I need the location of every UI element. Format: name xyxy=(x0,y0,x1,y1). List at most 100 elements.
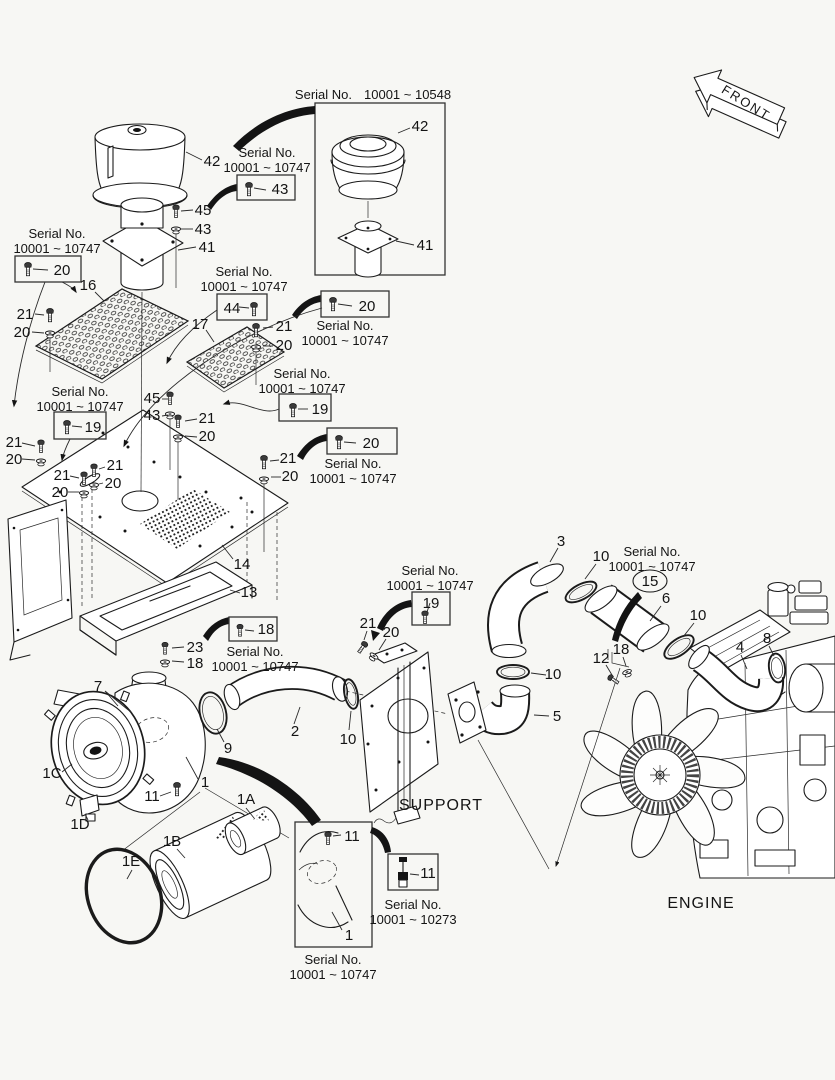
air-cleaner-cap-42 xyxy=(92,123,188,209)
callout-15: 15 xyxy=(642,573,659,590)
serial-44-range: 10001 ~ 10747 xyxy=(200,279,287,294)
callout-2: 2 xyxy=(291,723,299,740)
serial-43-range: 10001 ~ 10747 xyxy=(223,160,310,175)
leader-curves xyxy=(11,281,323,462)
callout-20: 20 xyxy=(276,337,293,354)
clamp-10-top xyxy=(564,580,598,604)
clamp-10-middle xyxy=(663,634,695,660)
perforated-plate-16 xyxy=(34,288,190,384)
callout-leaders xyxy=(21,151,775,880)
serial-inset-range: 10001 ~ 10548 xyxy=(364,87,451,102)
inset-sensor-11 xyxy=(387,853,439,891)
callout-41-inset: 41 xyxy=(417,237,434,254)
callout-10-elbow: 10 xyxy=(545,666,562,683)
engine-turbo xyxy=(788,663,835,713)
callout-20: 20 xyxy=(199,428,216,445)
callout-1a: 1A xyxy=(237,791,255,808)
callout-5: 5 xyxy=(553,708,561,725)
callout-8: 8 xyxy=(763,630,771,647)
inset-body-serial xyxy=(294,821,373,948)
callout-20: 20 xyxy=(282,468,299,485)
serial-inset-label: Serial No. xyxy=(295,87,352,102)
serial-19l-range: 10001 ~ 10747 xyxy=(36,399,123,414)
serial-15-label: Serial No. xyxy=(623,544,680,559)
callout-10-mid: 10 xyxy=(690,607,707,624)
sensor-icon xyxy=(398,857,408,888)
callout-19-box-right: 19 xyxy=(312,401,329,418)
serial-boxes xyxy=(14,174,668,642)
callout-43-box: 43 xyxy=(272,181,289,198)
callout-21: 21 xyxy=(6,434,23,451)
hose-3 xyxy=(487,561,564,659)
callout-42-inset: 42 xyxy=(412,118,429,135)
break-squiggle xyxy=(373,817,397,824)
callout-43: 43 xyxy=(144,407,161,424)
callout-1d: 1D xyxy=(70,816,89,833)
inset-flange xyxy=(337,220,399,278)
callout-21: 21 xyxy=(276,318,293,335)
callout-45: 45 xyxy=(144,390,161,407)
drain-valve-1d xyxy=(79,794,100,822)
callout-21: 21 xyxy=(199,410,216,427)
callout-43: 43 xyxy=(195,221,212,238)
clamp-8 xyxy=(767,652,787,684)
callout-20: 20 xyxy=(383,624,400,641)
outlet-flange-41 xyxy=(102,197,184,493)
circled-15 xyxy=(632,569,668,593)
callout-18: 18 xyxy=(613,641,630,658)
elbow-flange xyxy=(447,681,487,744)
serial-inset1-label: Serial No. xyxy=(304,952,361,967)
callout-9: 9 xyxy=(224,740,232,757)
callout-18: 18 xyxy=(187,655,204,672)
cleaner-cover-1c xyxy=(43,690,155,807)
callout-14: 14 xyxy=(234,556,251,573)
inset-early-serial xyxy=(314,102,446,278)
callout-1: 1 xyxy=(201,774,209,791)
callout-4: 4 xyxy=(736,639,744,656)
serial-20l-range: 10001 ~ 10747 xyxy=(13,241,100,256)
callout-11-sensor: 11 xyxy=(420,865,436,882)
serial-r2-range: 10001 ~ 10747 xyxy=(309,471,396,486)
callout-13: 13 xyxy=(241,584,258,601)
serial-19r-range: 10001 ~ 10747 xyxy=(258,381,345,396)
callout-1c: 1C xyxy=(42,765,61,782)
callout-1b: 1B xyxy=(163,833,181,850)
callout-20: 20 xyxy=(6,451,23,468)
serial-20l-label: Serial No. xyxy=(28,226,85,241)
callout-20-box-r1: 20 xyxy=(359,298,376,315)
serial-18-label: Serial No. xyxy=(226,644,283,659)
serial-18-range: 10001 ~ 10747 xyxy=(211,659,298,674)
engine-fan xyxy=(577,687,749,861)
serial-19l-label: Serial No. xyxy=(51,384,108,399)
serial-inset1-range: 10001 ~ 10747 xyxy=(289,967,376,982)
hose-4 xyxy=(688,644,785,713)
clamp-10-elbow xyxy=(496,664,530,680)
callout-12: 12 xyxy=(593,650,610,667)
callout-21: 21 xyxy=(107,457,124,474)
callout-texts: Serial No. 10001 ~ 10548 42 41 42 Serial… xyxy=(6,87,772,982)
callout-11-inset: 11 xyxy=(344,828,360,845)
callout-45: 45 xyxy=(195,202,212,219)
air-cleaner-assembly xyxy=(43,671,206,822)
callout-21: 21 xyxy=(360,615,377,632)
callout-11: 11 xyxy=(144,788,160,805)
callout-1-inset: 1 xyxy=(345,927,353,944)
serial-43-label: Serial No. xyxy=(238,145,295,160)
serial-44-label: Serial No. xyxy=(215,264,272,279)
bolt-11-inset-icon xyxy=(324,831,332,845)
callout-44: 44 xyxy=(224,300,241,317)
mounting-plate-14 xyxy=(21,409,289,608)
serial-19s-range: 10001 ~ 10747 xyxy=(386,578,473,593)
fan-hub-spinner xyxy=(650,765,670,785)
serial-sensor-range: 10001 ~ 10273 xyxy=(369,912,456,927)
serial-sensor-label: Serial No. xyxy=(384,897,441,912)
front-direction-arrow: FRONT xyxy=(693,69,787,139)
support-assembly: SUPPORT xyxy=(331,642,482,825)
callout-20: 20 xyxy=(105,475,122,492)
callout-23: 23 xyxy=(187,639,204,656)
serial-r1-range: 10001 ~ 10747 xyxy=(301,333,388,348)
callout-10-top: 10 xyxy=(593,548,610,565)
callout-3: 3 xyxy=(557,533,565,550)
serial-19r-label: Serial No. xyxy=(273,366,330,381)
